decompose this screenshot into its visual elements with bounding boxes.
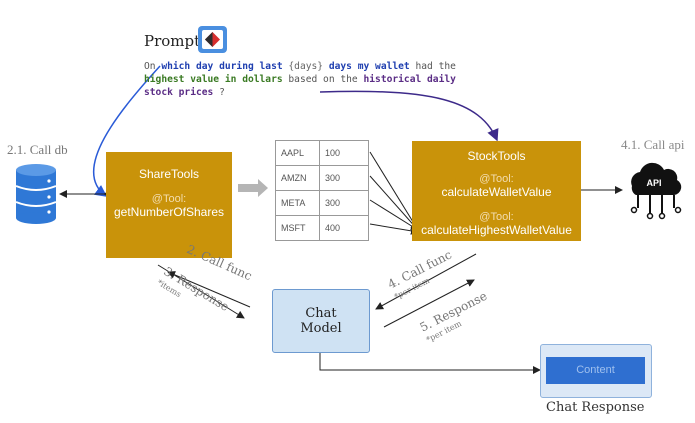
sharetools-to-table-arrow <box>238 179 268 197</box>
prompt-segment: days my wallet <box>323 61 410 72</box>
prompt-segment: ? <box>213 87 225 98</box>
response-3-arrow <box>157 264 245 319</box>
ticker-cell: MSFT <box>275 215 320 241</box>
prompt-to-sharetools-arrow <box>93 65 161 197</box>
call-db-label: 2.1. Call db <box>7 142 68 157</box>
stocktools-function-1: calculateWalletValue <box>441 185 552 199</box>
call-func-4-arrow <box>375 253 477 310</box>
prompt-segment: which day during last <box>161 61 289 72</box>
stocktools-title: StockTools <box>467 149 526 163</box>
prompt-segment: On <box>144 61 162 72</box>
ticker-cell: AAPL <box>275 140 320 166</box>
shares-cell: 300 <box>319 165 369 191</box>
shares-cell: 400 <box>319 215 369 241</box>
call-api-label: 4.1. Call api <box>621 137 685 152</box>
chat-response-content: Content <box>546 357 645 384</box>
sharetools-box: ShareTools @Tool: getNumberOfShares <box>106 152 232 258</box>
stocktools-box: StockTools @Tool: calculateWalletValue @… <box>412 141 581 241</box>
database-icon <box>15 164 57 224</box>
shares-cell: 300 <box>319 190 369 216</box>
prompt-segment: highest value in dollars <box>144 74 283 85</box>
stocktools-tag-1: @Tool: <box>479 173 514 185</box>
table-row-aapl-arrow <box>369 151 419 231</box>
ticker-cell: META <box>275 190 320 216</box>
stocktools-function-2: calculateHighestWalletValue <box>421 223 572 237</box>
chat-model-line2: Model <box>300 321 342 336</box>
prompt-to-stocktools-arrow <box>319 90 499 142</box>
table-row-meta-arrow <box>369 199 419 231</box>
copilot-cube-icon <box>198 26 227 53</box>
stocktools-tag-2: @Tool: <box>479 211 514 223</box>
table-row-msft-arrow <box>369 223 419 235</box>
call-func-2-arrow <box>167 271 251 308</box>
prompt-segment: historical daily stock prices <box>144 74 456 98</box>
chat-response-label: Chat Response <box>546 400 645 415</box>
table-row-amzn-arrow <box>369 175 419 231</box>
prompt-segment: based on the <box>282 74 364 85</box>
api-cloud-label: API <box>646 178 661 188</box>
prompt-text: On which day during last {days} days my … <box>144 60 474 99</box>
prompt-segment: had the <box>409 61 456 72</box>
prompt-segment: {days} <box>288 61 324 72</box>
sharetools-function: getNumberOfShares <box>113 205 225 219</box>
sharetools-tag: @Tool: <box>151 193 187 205</box>
chat-model-box: Chat Model <box>272 289 370 353</box>
prompt-title: Prompt <box>144 32 201 50</box>
api-cloud-icon: API <box>630 162 682 220</box>
shares-cell: 100 <box>319 140 369 166</box>
sharetools-title: ShareTools <box>138 167 200 181</box>
chatmodel-to-response-arrow <box>319 352 541 374</box>
response-5-arrow <box>383 279 475 328</box>
chat-model-line1: Chat <box>305 306 337 321</box>
ticker-cell: AMZN <box>275 165 320 191</box>
